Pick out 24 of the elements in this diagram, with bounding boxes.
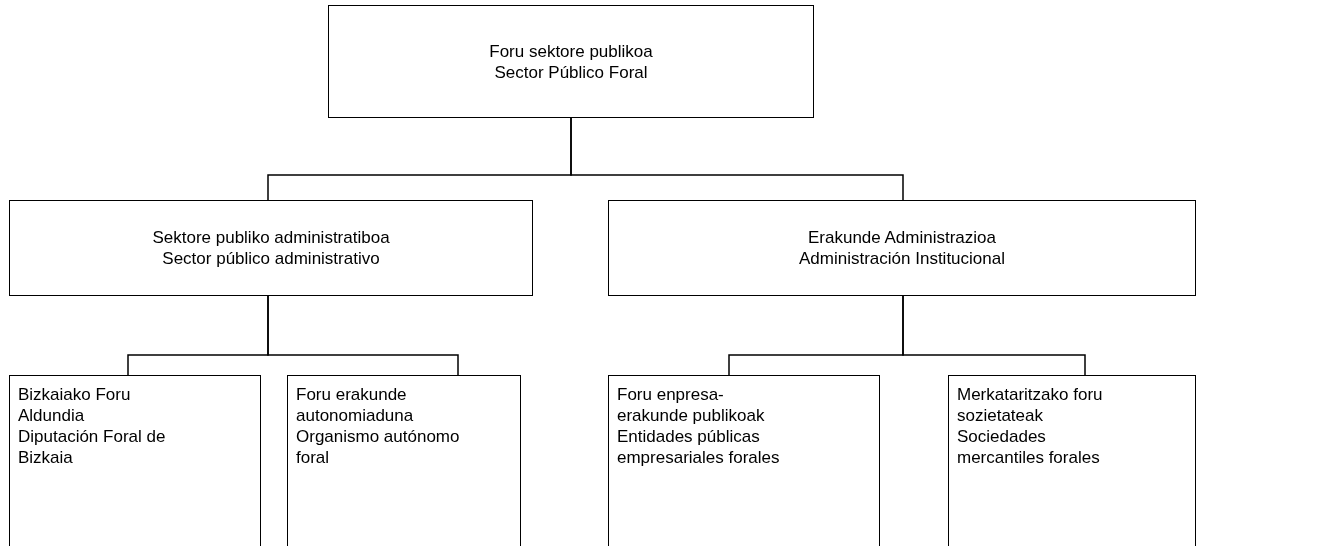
- box-label: Diputación Foral de Bizkaia: [18, 426, 167, 468]
- box-label: Merkataritzako foru sozietateak: [957, 384, 1104, 426]
- box-label: Foru sektore publikoa: [489, 40, 653, 62]
- org-box: [948, 375, 1196, 546]
- org-box: [287, 375, 521, 546]
- box-label: Administración Institucional: [799, 248, 1005, 269]
- box-label: Foru erakunde autonomiaduna: [296, 384, 415, 426]
- connector-line: [570, 117, 904, 201]
- box-label: Bizkaiako Foru Aldundia: [18, 384, 132, 426]
- box-label: Foru enpresa-erakunde publikoak: [617, 384, 766, 426]
- connector-line: [267, 295, 459, 376]
- box-label: Sektore publiko administratiboa: [152, 227, 390, 248]
- box-label: Entidades públicas empresariales forales: [617, 426, 781, 468]
- connector-line: [902, 295, 1086, 376]
- box-label: Sociedades mercantiles forales: [957, 426, 1101, 468]
- org-box: [328, 5, 814, 118]
- org-box: [608, 200, 1196, 296]
- box-label: Organismo autónomo foral: [296, 426, 461, 468]
- box-label: Erakunde Administrazioa: [807, 227, 996, 248]
- org-box: [9, 375, 261, 546]
- box-label: Sector público administrativo: [162, 248, 380, 269]
- org-box: [9, 200, 533, 296]
- box-label: Sector Público Foral: [494, 61, 648, 83]
- org-box: [608, 375, 880, 546]
